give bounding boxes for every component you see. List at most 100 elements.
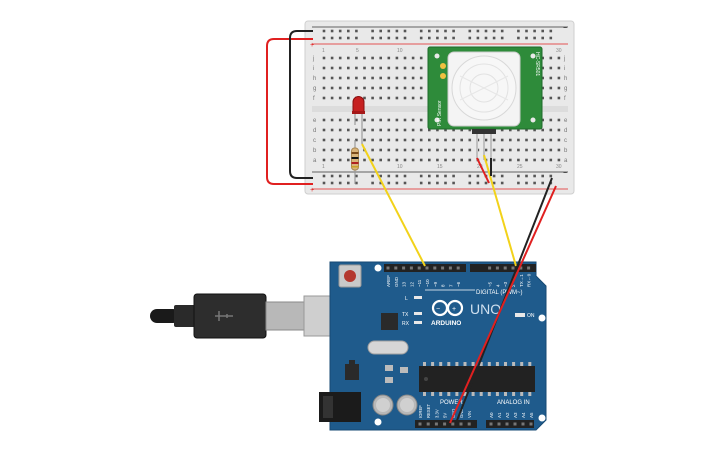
breadboard-hole	[371, 118, 374, 122]
header-pin-hole[interactable]	[519, 266, 523, 270]
red-rail-jumper-wire[interactable]	[266, 38, 313, 185]
breadboard-hole	[338, 76, 342, 80]
header-pin-hole[interactable]	[511, 266, 515, 270]
yellow-led-signal-wire[interactable]	[361, 143, 426, 267]
resistor[interactable]	[351, 140, 359, 184]
header-pin-hole[interactable]	[386, 266, 390, 270]
header-pin-hole[interactable]	[467, 422, 471, 426]
breadboard-hole	[411, 158, 415, 162]
header-pin-hole[interactable]	[451, 422, 455, 426]
breadboard-hole	[444, 128, 447, 132]
usb-symbol-icon	[215, 311, 233, 321]
header-pin-hole[interactable]	[433, 266, 437, 270]
header-pin-hole[interactable]	[409, 266, 413, 270]
header-pin-hole[interactable]	[426, 422, 430, 426]
reset-button-cap[interactable]	[344, 270, 356, 282]
red-5v-wire[interactable]	[449, 185, 557, 424]
header-pin-hole[interactable]	[448, 266, 452, 270]
header-pin-hole[interactable]	[402, 266, 406, 270]
breadboard-hole	[347, 76, 350, 80]
breadboard-hole	[533, 138, 536, 142]
breadboard-hole	[517, 158, 520, 162]
breadboard-hole	[509, 148, 512, 152]
header-pin-hole[interactable]	[495, 266, 499, 270]
tx-led	[414, 312, 422, 315]
header-pin-hole[interactable]	[503, 266, 507, 270]
arduino-brand: ARDUINO	[431, 320, 461, 327]
breadboard-hole	[347, 148, 350, 152]
usb-cable[interactable]	[150, 293, 339, 339]
header-pin-hole[interactable]	[489, 422, 493, 426]
pir-sensor[interactable]: PIR Sensor HC-SR501	[427, 46, 543, 160]
breadboard-hole	[557, 138, 561, 142]
header-pin-hole[interactable]	[513, 422, 517, 426]
breadboard-hole	[444, 148, 447, 152]
header-pin-hole[interactable]	[459, 422, 463, 426]
rail-hole	[403, 181, 407, 185]
breadboard-hole	[403, 158, 407, 162]
breadboard-hole	[387, 158, 391, 162]
header-pin-hole[interactable]	[456, 266, 460, 270]
header-pin-hole[interactable]	[505, 422, 509, 426]
header-pin-hole[interactable]	[443, 422, 447, 426]
chip-pin	[447, 392, 451, 396]
header-pin-hole[interactable]	[441, 266, 445, 270]
wires[interactable]	[266, 30, 557, 424]
breadboard-hole	[411, 56, 415, 60]
pir-potentiometer[interactable]	[440, 73, 446, 79]
rail-hole	[525, 181, 528, 185]
chip-pin	[512, 362, 516, 366]
breadboard-hole	[347, 86, 350, 90]
header-pin-hole[interactable]	[529, 422, 533, 426]
header-pin-hole[interactable]	[521, 422, 525, 426]
breadboard-hole	[541, 76, 544, 80]
breadboard-hole	[322, 128, 326, 132]
rail-hole	[500, 174, 504, 178]
breadboard-hole	[395, 56, 399, 60]
row-letter: c	[564, 138, 567, 144]
header-pin-hole[interactable]	[488, 266, 492, 270]
row-letter: h	[564, 76, 567, 82]
yellow-pir-output-wire[interactable]	[483, 154, 517, 267]
header-pin-hole[interactable]	[417, 266, 421, 270]
breadboard-hole	[387, 128, 391, 132]
breadboard-hole	[549, 96, 553, 100]
chip-pin	[495, 362, 499, 366]
header-pin-hole[interactable]	[527, 266, 531, 270]
led-label-rx: RX	[402, 321, 410, 327]
breadboard-hole	[371, 66, 374, 70]
breadboard-hole	[363, 138, 366, 142]
header-pin-hole[interactable]	[425, 266, 429, 270]
breadboard-hole	[436, 128, 439, 132]
breadboard-hole	[338, 148, 342, 152]
pir-potentiometer[interactable]	[440, 63, 446, 69]
breadboard-hole	[395, 138, 399, 142]
power-pin-label: GND	[459, 409, 464, 418]
breadboard-hole	[379, 86, 382, 90]
row-letter: e	[564, 118, 568, 124]
red-pir-power-wire[interactable]	[476, 157, 490, 184]
breadboard-hole	[379, 66, 382, 70]
breadboard-hole	[411, 96, 415, 100]
rail-hole	[436, 181, 439, 185]
header-pin-hole[interactable]	[418, 422, 422, 426]
black-rail-jumper-wire[interactable]	[289, 30, 313, 179]
breadboard-hole	[509, 128, 512, 132]
red-led[interactable]	[352, 96, 365, 144]
breadboard-hole	[557, 86, 561, 90]
column-number: 30	[556, 164, 562, 170]
header-pin-hole[interactable]	[394, 266, 398, 270]
breadboard-hole	[347, 66, 350, 70]
digital-pin-label: ~11	[417, 279, 422, 287]
rail-minus-label: −	[563, 25, 567, 32]
breadboard-hole	[371, 158, 374, 162]
rail-hole	[549, 29, 553, 33]
header-pin-hole[interactable]	[497, 422, 501, 426]
breadboard-hole	[549, 118, 553, 122]
row-letter: d	[564, 128, 567, 134]
chip-pin	[487, 362, 491, 366]
chip-pin	[439, 362, 443, 366]
header-pin-hole[interactable]	[434, 422, 438, 426]
breadboard-hole	[363, 76, 366, 80]
